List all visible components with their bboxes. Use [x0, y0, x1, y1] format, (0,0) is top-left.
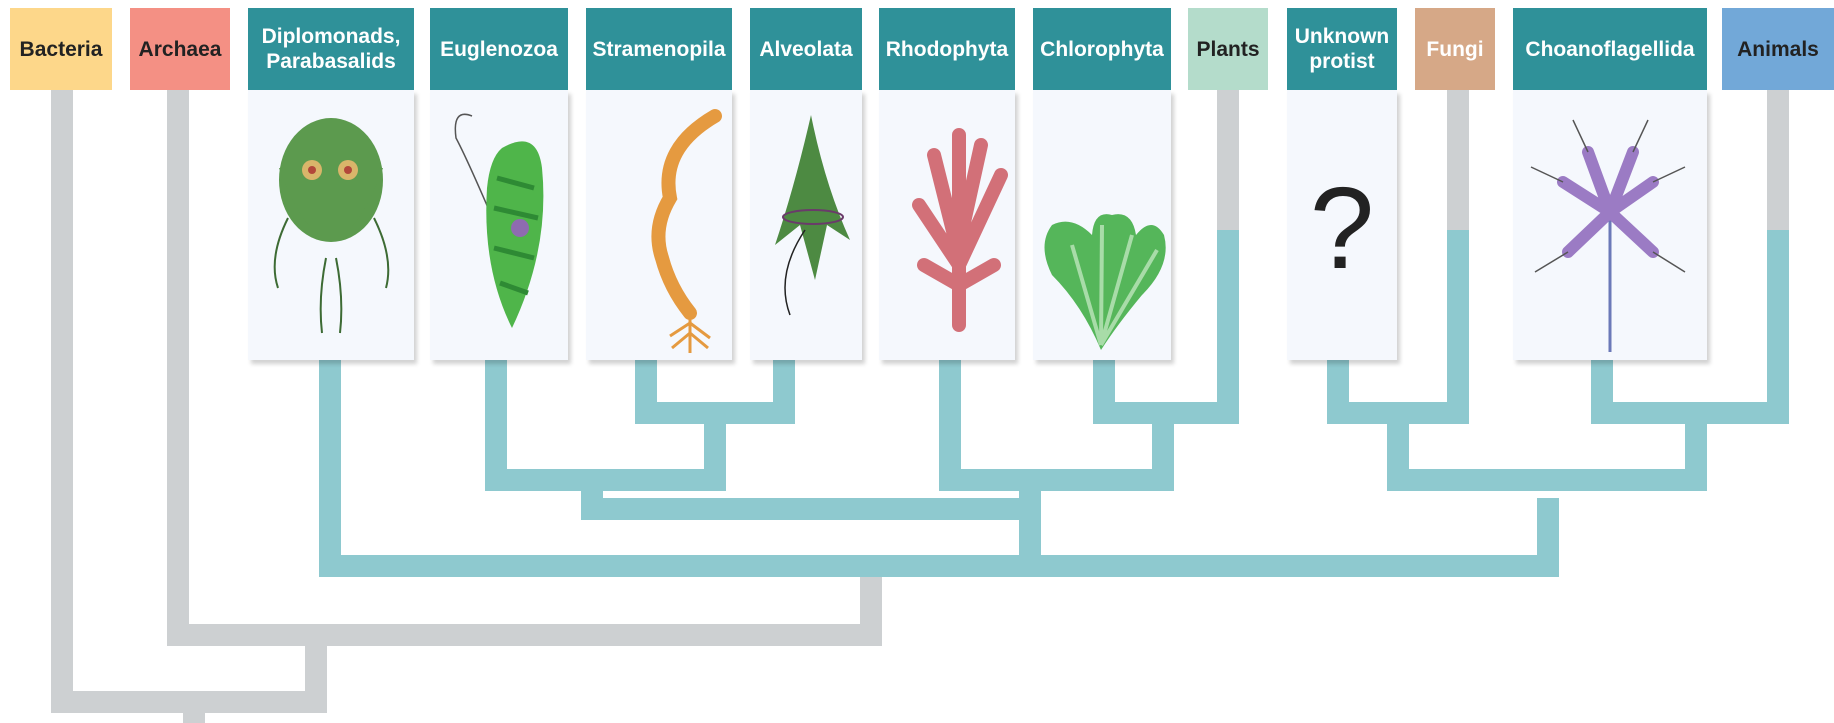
dinoflagellate-icon	[755, 105, 855, 355]
header-choanoflagellida: Choanoflagellida	[1513, 8, 1707, 90]
header-fungi: Fungi	[1415, 8, 1495, 90]
header-plants: Plants	[1188, 8, 1268, 90]
red-alga-icon	[889, 115, 1029, 345]
header-chlorophyta: Chlorophyta	[1033, 8, 1171, 90]
euglena-icon	[442, 108, 557, 353]
header-archaea: Archaea	[130, 8, 230, 90]
header-unknown: Unknown protist	[1287, 8, 1397, 90]
header-euglenozoa: Euglenozoa	[430, 8, 568, 90]
kelp-icon	[600, 108, 730, 358]
header-alveolata: Alveolata	[750, 8, 862, 90]
sea-lettuce-icon	[1032, 155, 1172, 355]
question-mark-icon: ?	[1287, 170, 1397, 286]
header-rhodophyta: Rhodophyta	[879, 8, 1015, 90]
giardia-icon	[248, 118, 414, 348]
header-diplomonads: Diplomonads, Parabasalids	[248, 8, 414, 90]
choanoflagellate-colony-icon	[1513, 112, 1707, 357]
header-stramenopila: Stramenopila	[586, 8, 732, 90]
header-animals: Animals	[1722, 8, 1834, 90]
header-bacteria: Bacteria	[10, 8, 112, 90]
